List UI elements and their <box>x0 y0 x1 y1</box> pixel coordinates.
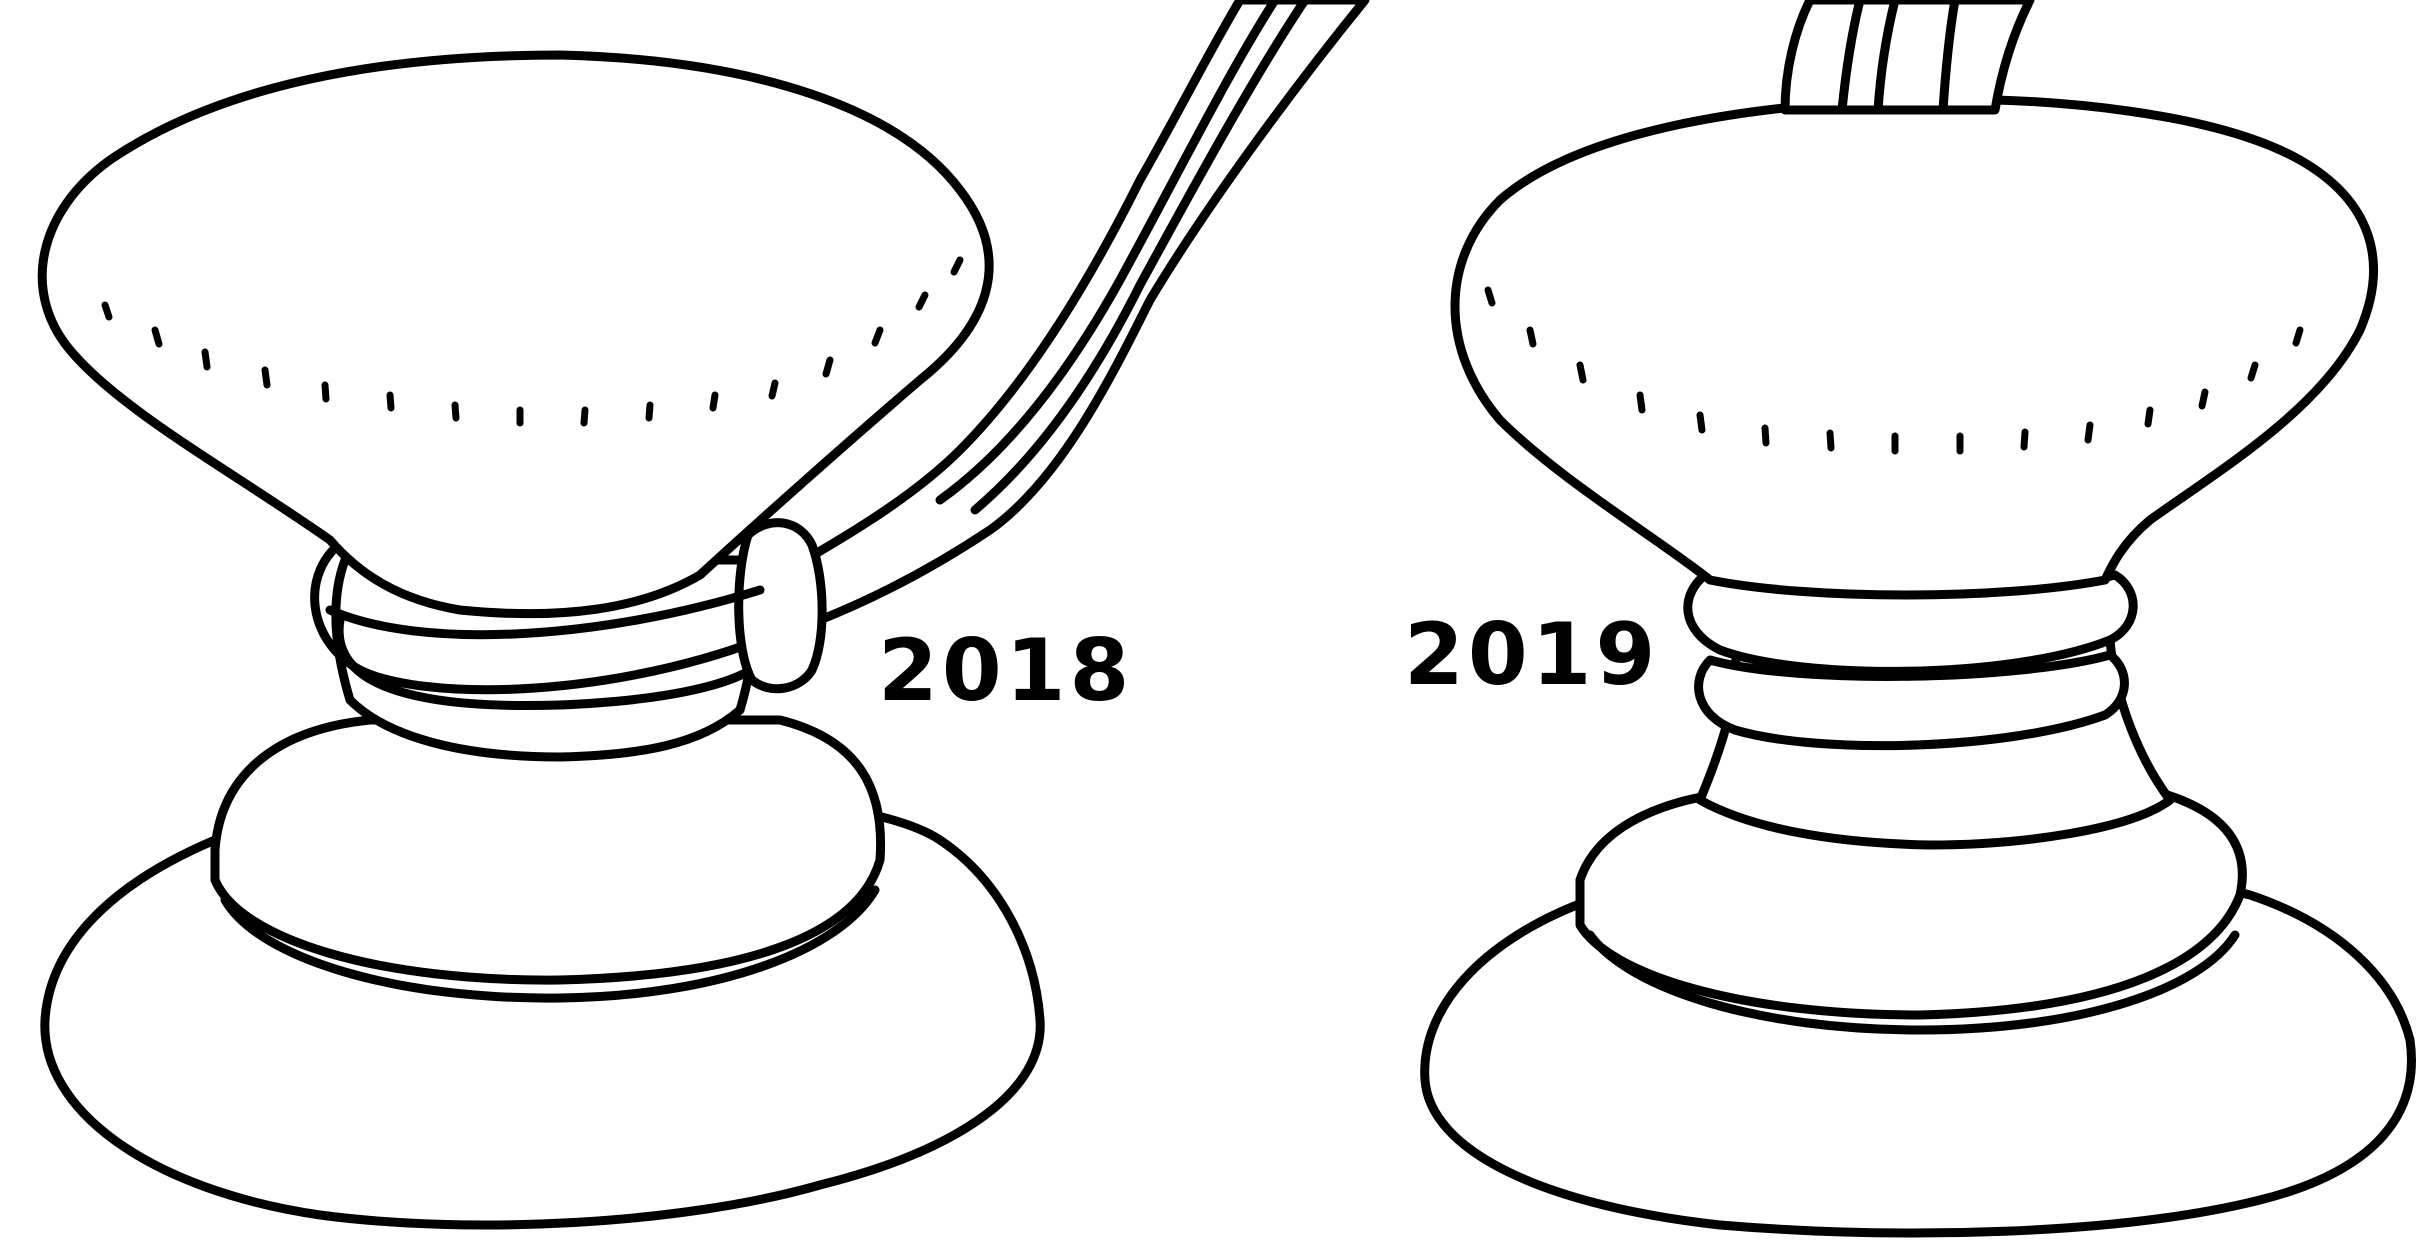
knob-2019-cap <box>1455 99 2374 595</box>
year-label-2019: 2019 <box>1404 612 1659 698</box>
knob-2018 <box>42 0 1365 1225</box>
knob-2019-strap <box>1785 0 2030 110</box>
year-label-2018: 2018 <box>878 628 1133 714</box>
knob-2018-buckle <box>739 523 822 689</box>
